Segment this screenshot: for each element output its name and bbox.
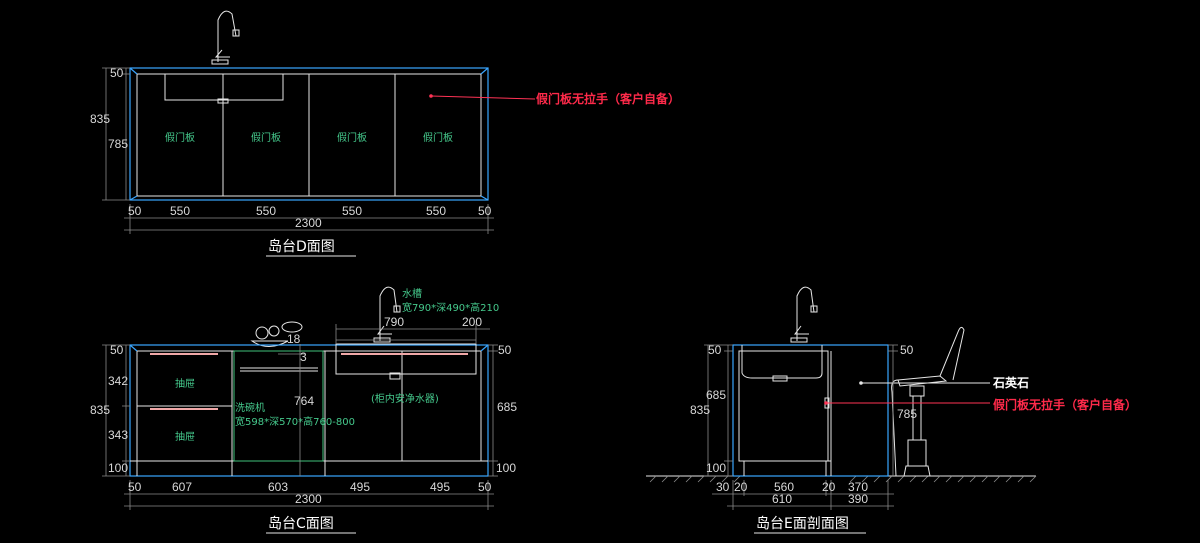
note-fake-door-e: 假门板无拉手（客户自备） <box>993 397 1137 412</box>
dim-e-785: 785 <box>897 407 917 421</box>
sink-outline-c <box>335 343 477 375</box>
dim-d-left-835: 835 <box>90 112 110 126</box>
dim-e-b-390: 390 <box>848 492 868 506</box>
dim-c-left-342: 342 <box>108 374 128 388</box>
dim-d-b-550c: 550 <box>342 204 362 218</box>
dim-e-right-50: 50 <box>900 343 914 357</box>
dim-d-left-50: 50 <box>110 66 124 80</box>
dim-c-right-685: 685 <box>497 400 517 414</box>
title-view-c: 岛台C面图 <box>268 516 334 532</box>
dim-e-b-20b: 20 <box>822 480 836 494</box>
dim-c-b-50b: 50 <box>478 480 492 494</box>
door-label-d4: 假门板 <box>423 131 453 144</box>
purifier-label: (柜内安净水器) <box>371 392 439 405</box>
door-label-d1: 假门板 <box>165 131 195 144</box>
view-c: 18 3 764 抽屉 抽屉 洗碗机 宽598*深570*高760-800 (柜… <box>90 286 517 534</box>
title-view-d: 岛台D面图 <box>268 239 335 255</box>
view-e: 石英石 假门板无拉手（客户自备） 50 685 835 100 50 785 3… <box>646 286 1137 534</box>
dim-c-left-343: 343 <box>108 428 128 442</box>
door-label-d2: 假门板 <box>251 131 281 144</box>
dim-e-b-30: 30 <box>716 480 730 494</box>
fruit-bowl-icon <box>250 321 303 347</box>
dim-e-b-610: 610 <box>772 492 792 506</box>
cabinet-outline-c <box>129 344 489 477</box>
cabinet-section-e <box>732 344 889 477</box>
dim-e-b-20a: 20 <box>734 480 748 494</box>
dim-c-left-50: 50 <box>110 343 124 357</box>
dim-d-b-550b: 550 <box>256 204 276 218</box>
dishwasher-outline <box>233 350 324 462</box>
dim-d-total: 2300 <box>295 216 322 230</box>
dim-c-right-100: 100 <box>496 461 516 475</box>
dim-e-b-560: 560 <box>774 480 794 494</box>
door-label-d3: 假门板 <box>337 131 367 144</box>
sink-size: 宽790*深490*高210 <box>402 301 499 314</box>
sink-label: 水槽 <box>402 287 422 300</box>
dim-c-18: 18 <box>287 332 301 346</box>
dim-c-790: 790 <box>384 315 404 329</box>
dishwasher-label: 洗碗机 <box>235 401 265 414</box>
dim-d-b-550a: 550 <box>170 204 190 218</box>
dim-d-b-550d: 550 <box>426 204 446 218</box>
dishwasher-size: 宽598*深570*高760-800 <box>235 415 355 428</box>
faucet-icon <box>790 286 818 343</box>
dim-c-b-50a: 50 <box>128 480 142 494</box>
dim-c-left-100: 100 <box>108 461 128 475</box>
dim-c-total: 2300 <box>295 492 322 506</box>
dim-c-764: 764 <box>294 394 314 408</box>
dim-d-b-50a: 50 <box>128 204 142 218</box>
note-fake-door-d: 假门板无拉手（客户自备） <box>536 91 680 106</box>
drawer-label-2: 抽屉 <box>175 430 195 443</box>
dim-c-b-495a: 495 <box>350 480 370 494</box>
dim-d-left-785: 785 <box>108 137 128 151</box>
drawer-label-1: 抽屉 <box>175 377 195 390</box>
dim-e-left-100: 100 <box>706 461 726 475</box>
sink-outline-d <box>164 73 284 101</box>
view-d: 假门板 假门板 假门板 假门板 假门板无拉手（客户自备） 50 835 785 … <box>90 10 680 257</box>
sink-section <box>741 345 823 379</box>
dim-d-b-50b: 50 <box>478 204 492 218</box>
dim-c-200: 200 <box>462 315 482 329</box>
dim-e-left-50: 50 <box>708 343 722 357</box>
dim-c-right-50: 50 <box>498 343 512 357</box>
dim-c-b-607: 607 <box>172 480 192 494</box>
dim-c-b-603: 603 <box>268 480 288 494</box>
dim-c-left-835: 835 <box>90 403 110 417</box>
cabinet-outline-d <box>129 67 489 201</box>
dim-e-b-370: 370 <box>848 480 868 494</box>
dim-c-3: 3 <box>300 350 307 364</box>
quartz-label: 石英石 <box>992 375 1029 390</box>
faucet-icon <box>211 10 240 65</box>
dim-e-left-835: 835 <box>690 403 710 417</box>
title-view-e: 岛台E面剖面图 <box>756 516 849 532</box>
dim-c-b-495b: 495 <box>430 480 450 494</box>
faucet-icon <box>373 286 401 343</box>
dim-e-left-685: 685 <box>706 388 726 402</box>
